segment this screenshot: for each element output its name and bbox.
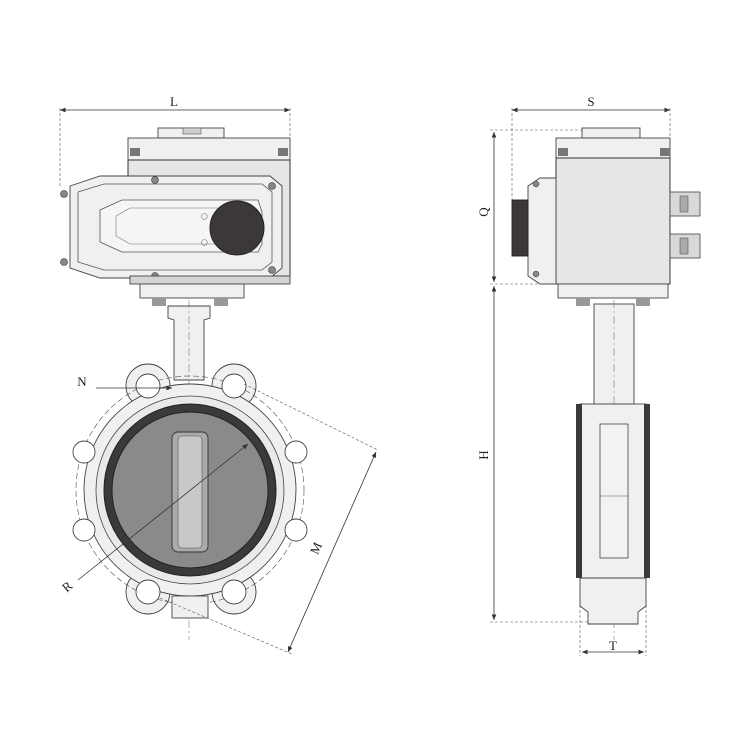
dimension-l: L xyxy=(59,94,291,186)
front-view: ◯ ◯ xyxy=(59,94,379,655)
label-h: H xyxy=(476,450,491,459)
dimension-h: H xyxy=(476,286,588,623)
label-q: Q xyxy=(476,207,491,217)
side-view: S Q H T xyxy=(476,94,701,656)
actuator-knob xyxy=(209,200,265,256)
front-actuator: ◯ ◯ xyxy=(60,127,291,306)
front-valve-body xyxy=(72,363,308,619)
label-l: L xyxy=(170,94,178,109)
dimension-n: N xyxy=(77,374,172,391)
dimension-q: Q xyxy=(476,129,582,285)
label-n: N xyxy=(77,374,87,389)
label-m: M xyxy=(307,539,326,556)
dimension-s: S xyxy=(511,94,671,200)
side-actuator xyxy=(511,127,701,306)
label-r: R xyxy=(59,578,76,595)
side-neck xyxy=(593,300,635,640)
label-t: T xyxy=(609,638,617,653)
side-valve-body xyxy=(576,403,650,625)
svg-text:◯: ◯ xyxy=(201,239,208,246)
dimension-t: T xyxy=(579,580,647,656)
label-s: S xyxy=(587,94,594,109)
svg-text:◯: ◯ xyxy=(201,213,208,220)
